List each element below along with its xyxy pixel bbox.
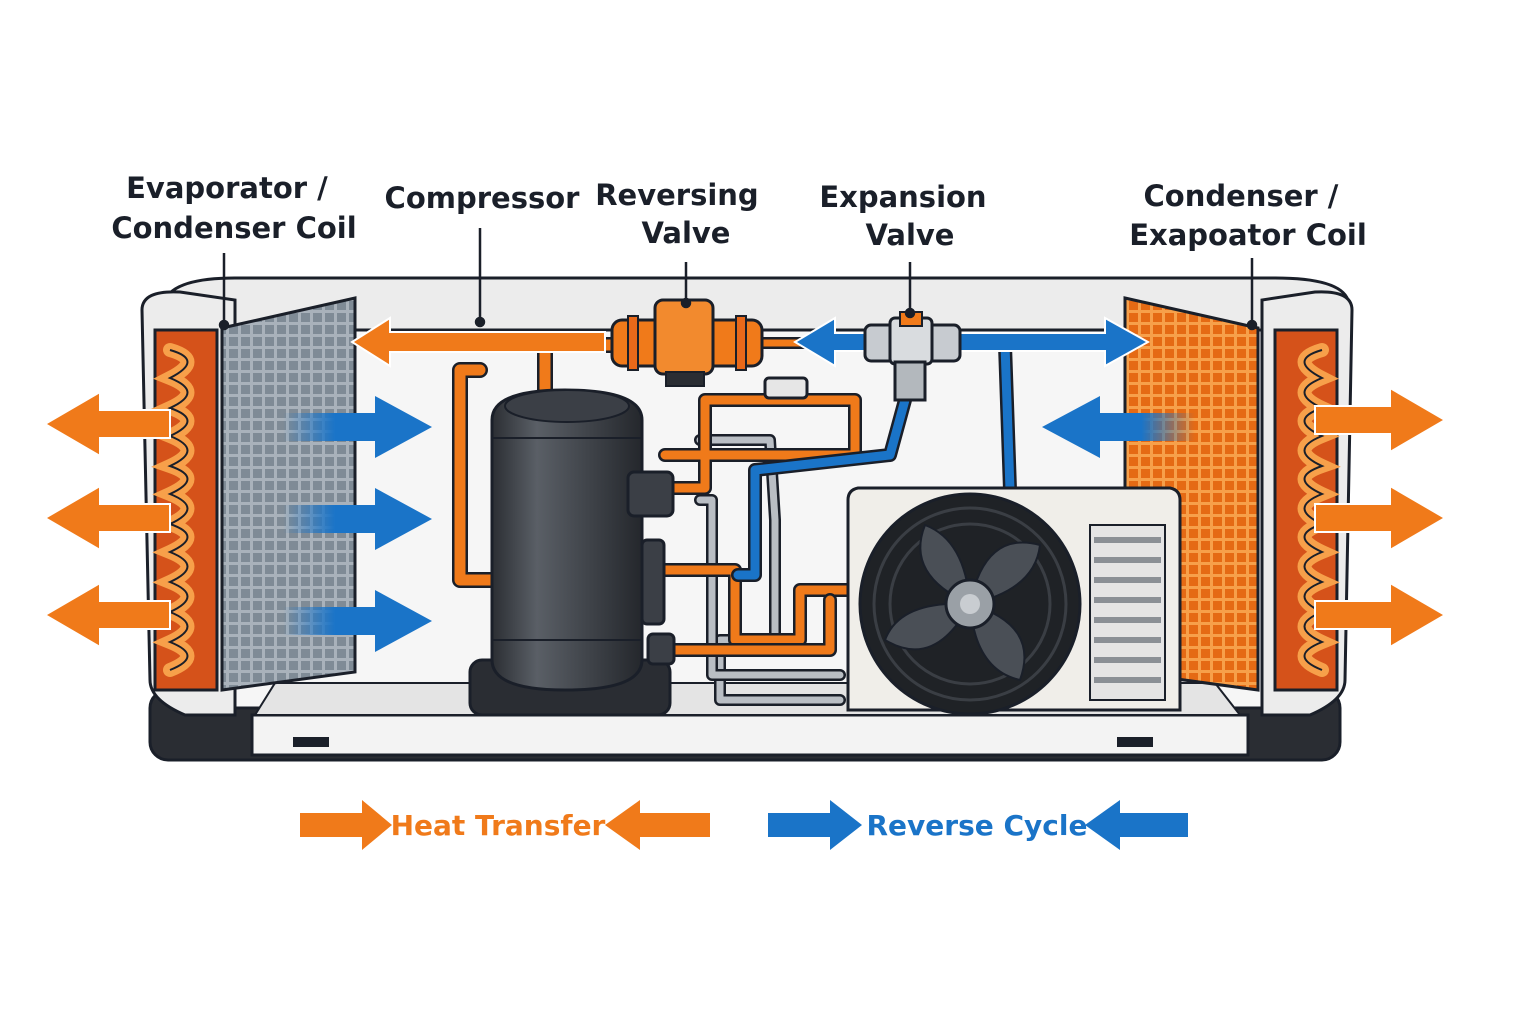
legend-cool-arrow-left [1085, 800, 1188, 850]
heat-arrow-right-1 [1314, 386, 1447, 454]
label-expansion-valve-line-2: Valve [866, 218, 955, 252]
left-coil [151, 296, 357, 692]
expansion-valve [863, 311, 962, 402]
legend-cool-arrow-right [768, 800, 862, 850]
legend: Heat Transfer Reverse Cycle [300, 800, 1188, 850]
outside-heat-arrows [43, 386, 1447, 649]
legend-cool-label: Reverse Cycle [867, 809, 1088, 842]
label-right-coil: Condenser / Exapoator Coil [1129, 179, 1367, 252]
compressor [468, 388, 676, 717]
heat-arrow-right-2 [1314, 484, 1447, 552]
label-compressor-line-1: Compressor [385, 181, 581, 215]
component-labels: Evaporator / Condenser Coil Compressor R… [111, 171, 1366, 252]
label-reversing-valve-line-2: Valve [642, 216, 731, 250]
label-left-coil-line-2: Condenser Coil [111, 211, 356, 245]
label-right-coil-line-2: Exapoator Coil [1129, 218, 1367, 252]
cool-arrow-left-3 [283, 590, 432, 652]
cool-arrow-left-2 [283, 488, 432, 550]
label-reversing-valve: Reversing Valve [595, 178, 769, 250]
inside-cool-arrows [283, 396, 1195, 652]
cool-arrow-left-1 [283, 396, 432, 458]
cool-flow-arrow-top [793, 316, 1151, 368]
fan-unit [846, 486, 1182, 716]
legend-heat-arrow-left [605, 800, 710, 850]
reversing-valve [610, 298, 764, 387]
fan-grille-vents [1089, 524, 1166, 701]
legend-heat-transfer: Heat Transfer [300, 800, 710, 850]
heat-arrow-left-2 [43, 484, 171, 552]
label-expansion-valve-line-1: Expansion [819, 180, 986, 214]
heat-flow-arrow-top [350, 316, 606, 368]
legend-heat-arrow-right [300, 800, 392, 850]
label-expansion-valve: Expansion Valve [819, 180, 996, 252]
cool-arrow-right-1 [1042, 396, 1195, 458]
fan-icon [858, 492, 1082, 716]
label-reversing-valve-line-1: Reversing [595, 178, 758, 212]
heat-arrow-left-3 [43, 581, 171, 649]
label-compressor: Compressor [385, 181, 581, 215]
heat-arrow-left-1 [43, 390, 171, 458]
heat-arrow-right-3 [1314, 581, 1447, 649]
legend-heat-label: Heat Transfer [391, 809, 606, 842]
top-flow-arrows [350, 316, 1151, 368]
label-right-coil-line-1: Condenser / [1144, 179, 1339, 213]
legend-reverse-cycle: Reverse Cycle [768, 800, 1188, 850]
label-left-coil: Evaporator / Condenser Coil [111, 171, 356, 245]
label-left-coil-line-1: Evaporator / [126, 171, 328, 205]
leader-lines [218, 228, 1258, 331]
